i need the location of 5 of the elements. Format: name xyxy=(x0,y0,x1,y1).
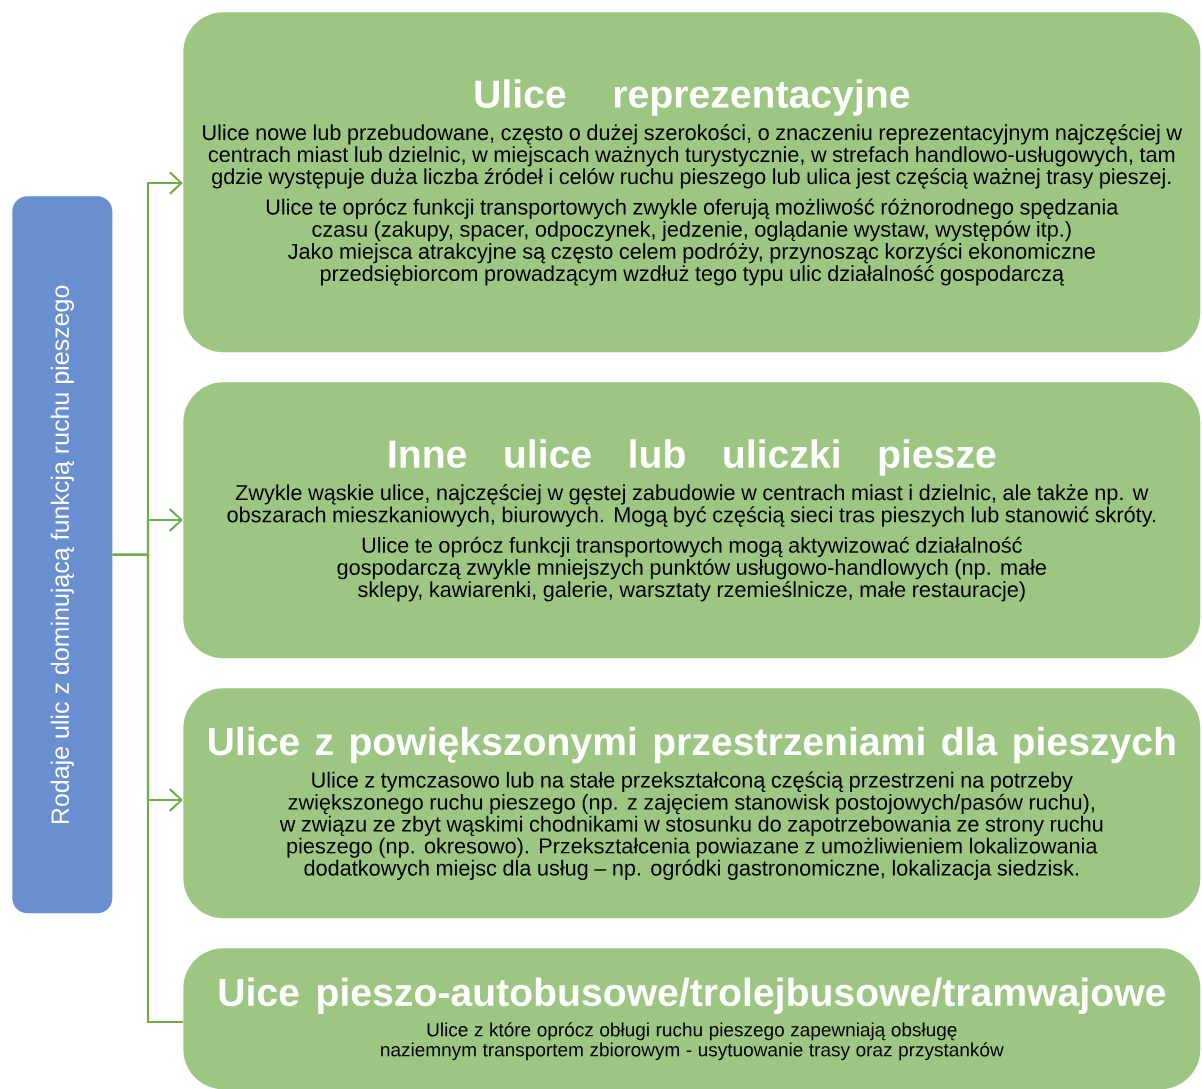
category-box: Rodaje ulic z dominującą funkcją ruchu pieszego xyxy=(12,196,113,914)
category-card: Uice pieszo-autobusowe/trolejbusowe/tramwajowe Ulice z które oprócz obługi ruchu pieszego zapewniają obsługę naziemnym transportem zbiorowym - usytuowanie trasy oraz przystanków xyxy=(183,948,1201,1089)
category-card: Inne ulice lub uliczki piesze Zwykle wąskie ulice, najczęściej w gęstej zabudowie w centrach miast i dzielnic, ale także np. w obszarach mieszkaniowych, biurowych. Mogą być częścią sieci tras pieszych lub stanowić skróty. Ulice te oprócz funkcji transportowych mogą aktywizować działalność gospodarczą zwykle mniejszych punktów usługowo-handlowych (np. małe sklepy, kawiarenki, galerie, warsztaty rzemieślnicze, małe restauracje) xyxy=(183,382,1201,659)
category-card: Ulice z powiększonymi przestrzeniami dla pieszych Ulice z tymczasowo lub na stałe przekształconą częścią przestrzeni na potrzeby zwiększonego ruchu pieszego (np. z zajęciem stanowisk postojowych/pasów ruchu), w związu ze zbyt wąskimi chodnikami w stosunku do zapotrzebowania ze strony ruchu pieszego (np. okresowo). Przekształcenia powiazane z umożliwieniem lokalizowania dodatkowych miejsc dla usług – np. ogródki gastronomiczne, lokalizacja siedzisk. xyxy=(183,688,1201,919)
category-card: Ulice reprezentacyjne Ulice nowe lub przebudowane, często o dużej szerokości, o znaczeniu reprezentacyjnym najczęściej w centrach miast lub dzielnic, w miejscach ważnych turystycznie, w strefach handlowo-usługowych, tam gdzie występuje duża liczba źródeł i celów ruchu pieszego lub ulica jest częścią ważnej trasy pieszej. Ulice te oprócz funkcji transportowych zwykle oferują możliwość różnorodnego spędzania czasu (zakupy, spacer, odpoczynek, jedzenie, oglądanie wystaw, występów itp.) Jako miejsca atrakcyjne są często celem podróży, przynosząc korzyści ekonomiczne przedsiębiorcom prowadzącym wzdłuż tego typu ulic działalność gospodarczą xyxy=(183,12,1201,353)
